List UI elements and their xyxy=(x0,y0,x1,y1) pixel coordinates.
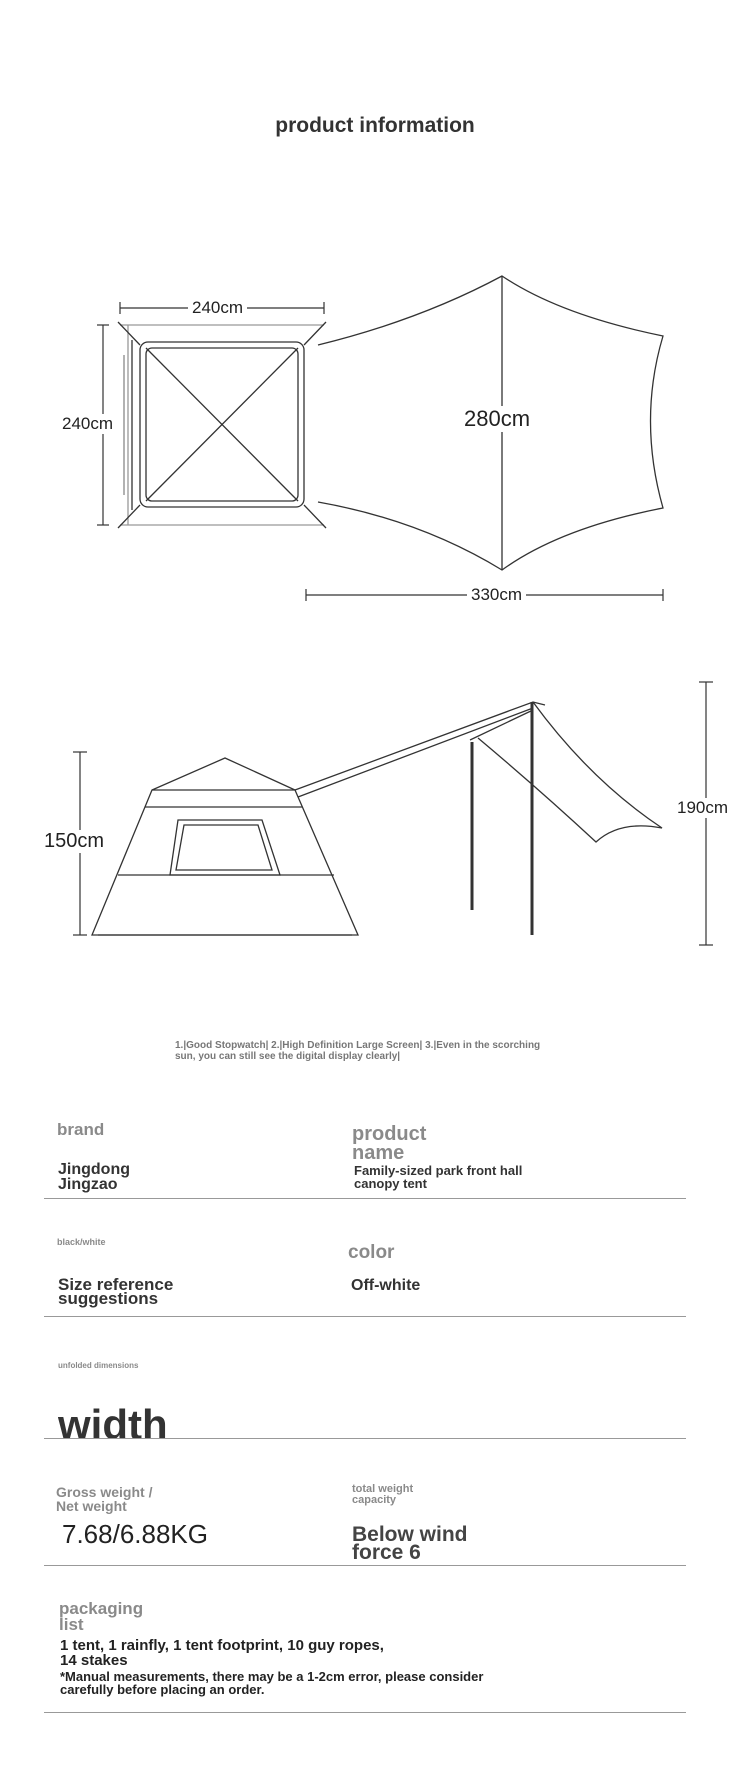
side-view-diagram xyxy=(73,681,713,946)
divider-2 xyxy=(44,1316,686,1317)
width-word: width xyxy=(58,1404,168,1438)
packaging-label: packaging list xyxy=(59,1599,144,1634)
canopy-height-label: 190cm xyxy=(673,798,733,818)
brand-value: Jingdong Jingzao xyxy=(58,1161,130,1193)
divider-3 xyxy=(44,1438,686,1439)
color-value: Off-white xyxy=(351,1277,421,1294)
divider-5 xyxy=(44,1712,686,1713)
capacity-value: Below wind force 6 xyxy=(352,1523,468,1564)
black-white-label: black/white xyxy=(57,1237,106,1247)
page-title: product information xyxy=(275,114,475,137)
tent-height-label: 150cm xyxy=(40,830,109,853)
canopy-width-label: 280cm xyxy=(460,406,535,432)
divider-1 xyxy=(44,1198,686,1199)
divider-4 xyxy=(44,1565,686,1566)
canopy-length-label: 330cm xyxy=(467,585,527,605)
width-dimension-label: 240cm xyxy=(188,298,248,318)
packaging-value: 1 tent, 1 rainfly, 1 tent footprint, 10 … xyxy=(60,1637,384,1669)
brand-label: brand xyxy=(57,1120,105,1139)
disclaimer-text: *Manual measurements, there may be a 1-2… xyxy=(60,1669,484,1697)
weight-label: Gross weight / Net weight xyxy=(56,1484,153,1514)
feature-note: 1.|Good Stopwatch| 2.|High Definition La… xyxy=(175,1040,541,1062)
product-name-label: product name xyxy=(352,1123,427,1164)
weight-value: 7.68/6.88KG xyxy=(62,1519,208,1549)
depth-dimension-label: 240cm xyxy=(58,414,118,434)
top-view-diagram xyxy=(97,275,664,601)
size-reference-label: Size reference suggestions xyxy=(58,1275,174,1308)
unfolded-dimensions-label: unfolded dimensions xyxy=(58,1361,139,1370)
product-name-value: Family-sized park front hall canopy tent xyxy=(354,1163,523,1191)
capacity-label: total weight capacity xyxy=(352,1483,414,1506)
width-word-clip: width xyxy=(58,1404,218,1438)
color-label: color xyxy=(348,1242,395,1263)
